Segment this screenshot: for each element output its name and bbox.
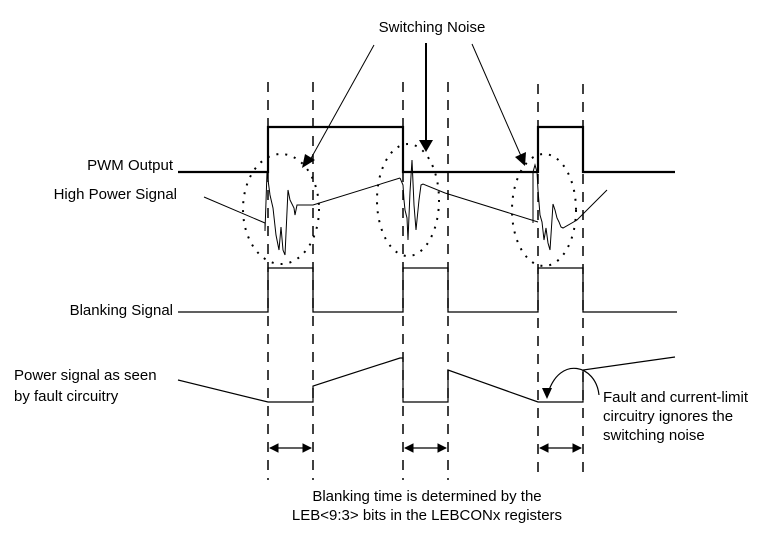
curved-arrow (547, 367, 600, 396)
power-signal-seen-label-line1: Power signal as seen (14, 367, 157, 384)
power-signal-seen-waveform (177, 356, 676, 403)
blanking-time-caption-line2: LEB<9:3> bits in the LEBCONx registers (292, 507, 562, 524)
noise-pointer-arrowhead-1 (302, 154, 315, 168)
fault-ignores-label-line1: Fault and current-limit (603, 389, 749, 406)
noise-ellipse-3 (511, 153, 577, 267)
high-power-signal-label: High Power Signal (54, 186, 177, 203)
noise-pointer-arrowhead-3 (515, 152, 526, 166)
high-power-segment-2 (399, 159, 539, 241)
noise-pointer-arrow-3 (471, 43, 522, 157)
noise-ellipse-2 (376, 143, 440, 257)
noise-ellipse-1 (242, 153, 320, 265)
blanking-signal-label: Blanking Signal (70, 302, 173, 319)
pwm-output-label: PWM Output (87, 157, 174, 174)
blanking-time-caption-line1: Blanking time is determined by the (312, 488, 541, 505)
high-power-segment-1 (203, 171, 401, 256)
high-power-signal-waveform (203, 159, 608, 256)
blanking-signal-waveform (178, 267, 677, 313)
noise-pointer-arrowhead-2 (419, 140, 433, 152)
fault-ignores-label-line3: switching noise (603, 427, 705, 444)
curved-arrowhead (542, 388, 552, 399)
pwm-output-waveform (178, 125, 675, 174)
noise-ellipses (242, 143, 577, 267)
fault-ignores-label-line2: circuitry ignores the (603, 408, 733, 425)
noise-pointer-arrow-1 (308, 44, 375, 163)
switching-noise-title: Switching Noise (379, 19, 486, 36)
power-signal-seen-label-line2: by fault circuitry (14, 388, 119, 405)
high-power-segment-3 (532, 163, 608, 251)
